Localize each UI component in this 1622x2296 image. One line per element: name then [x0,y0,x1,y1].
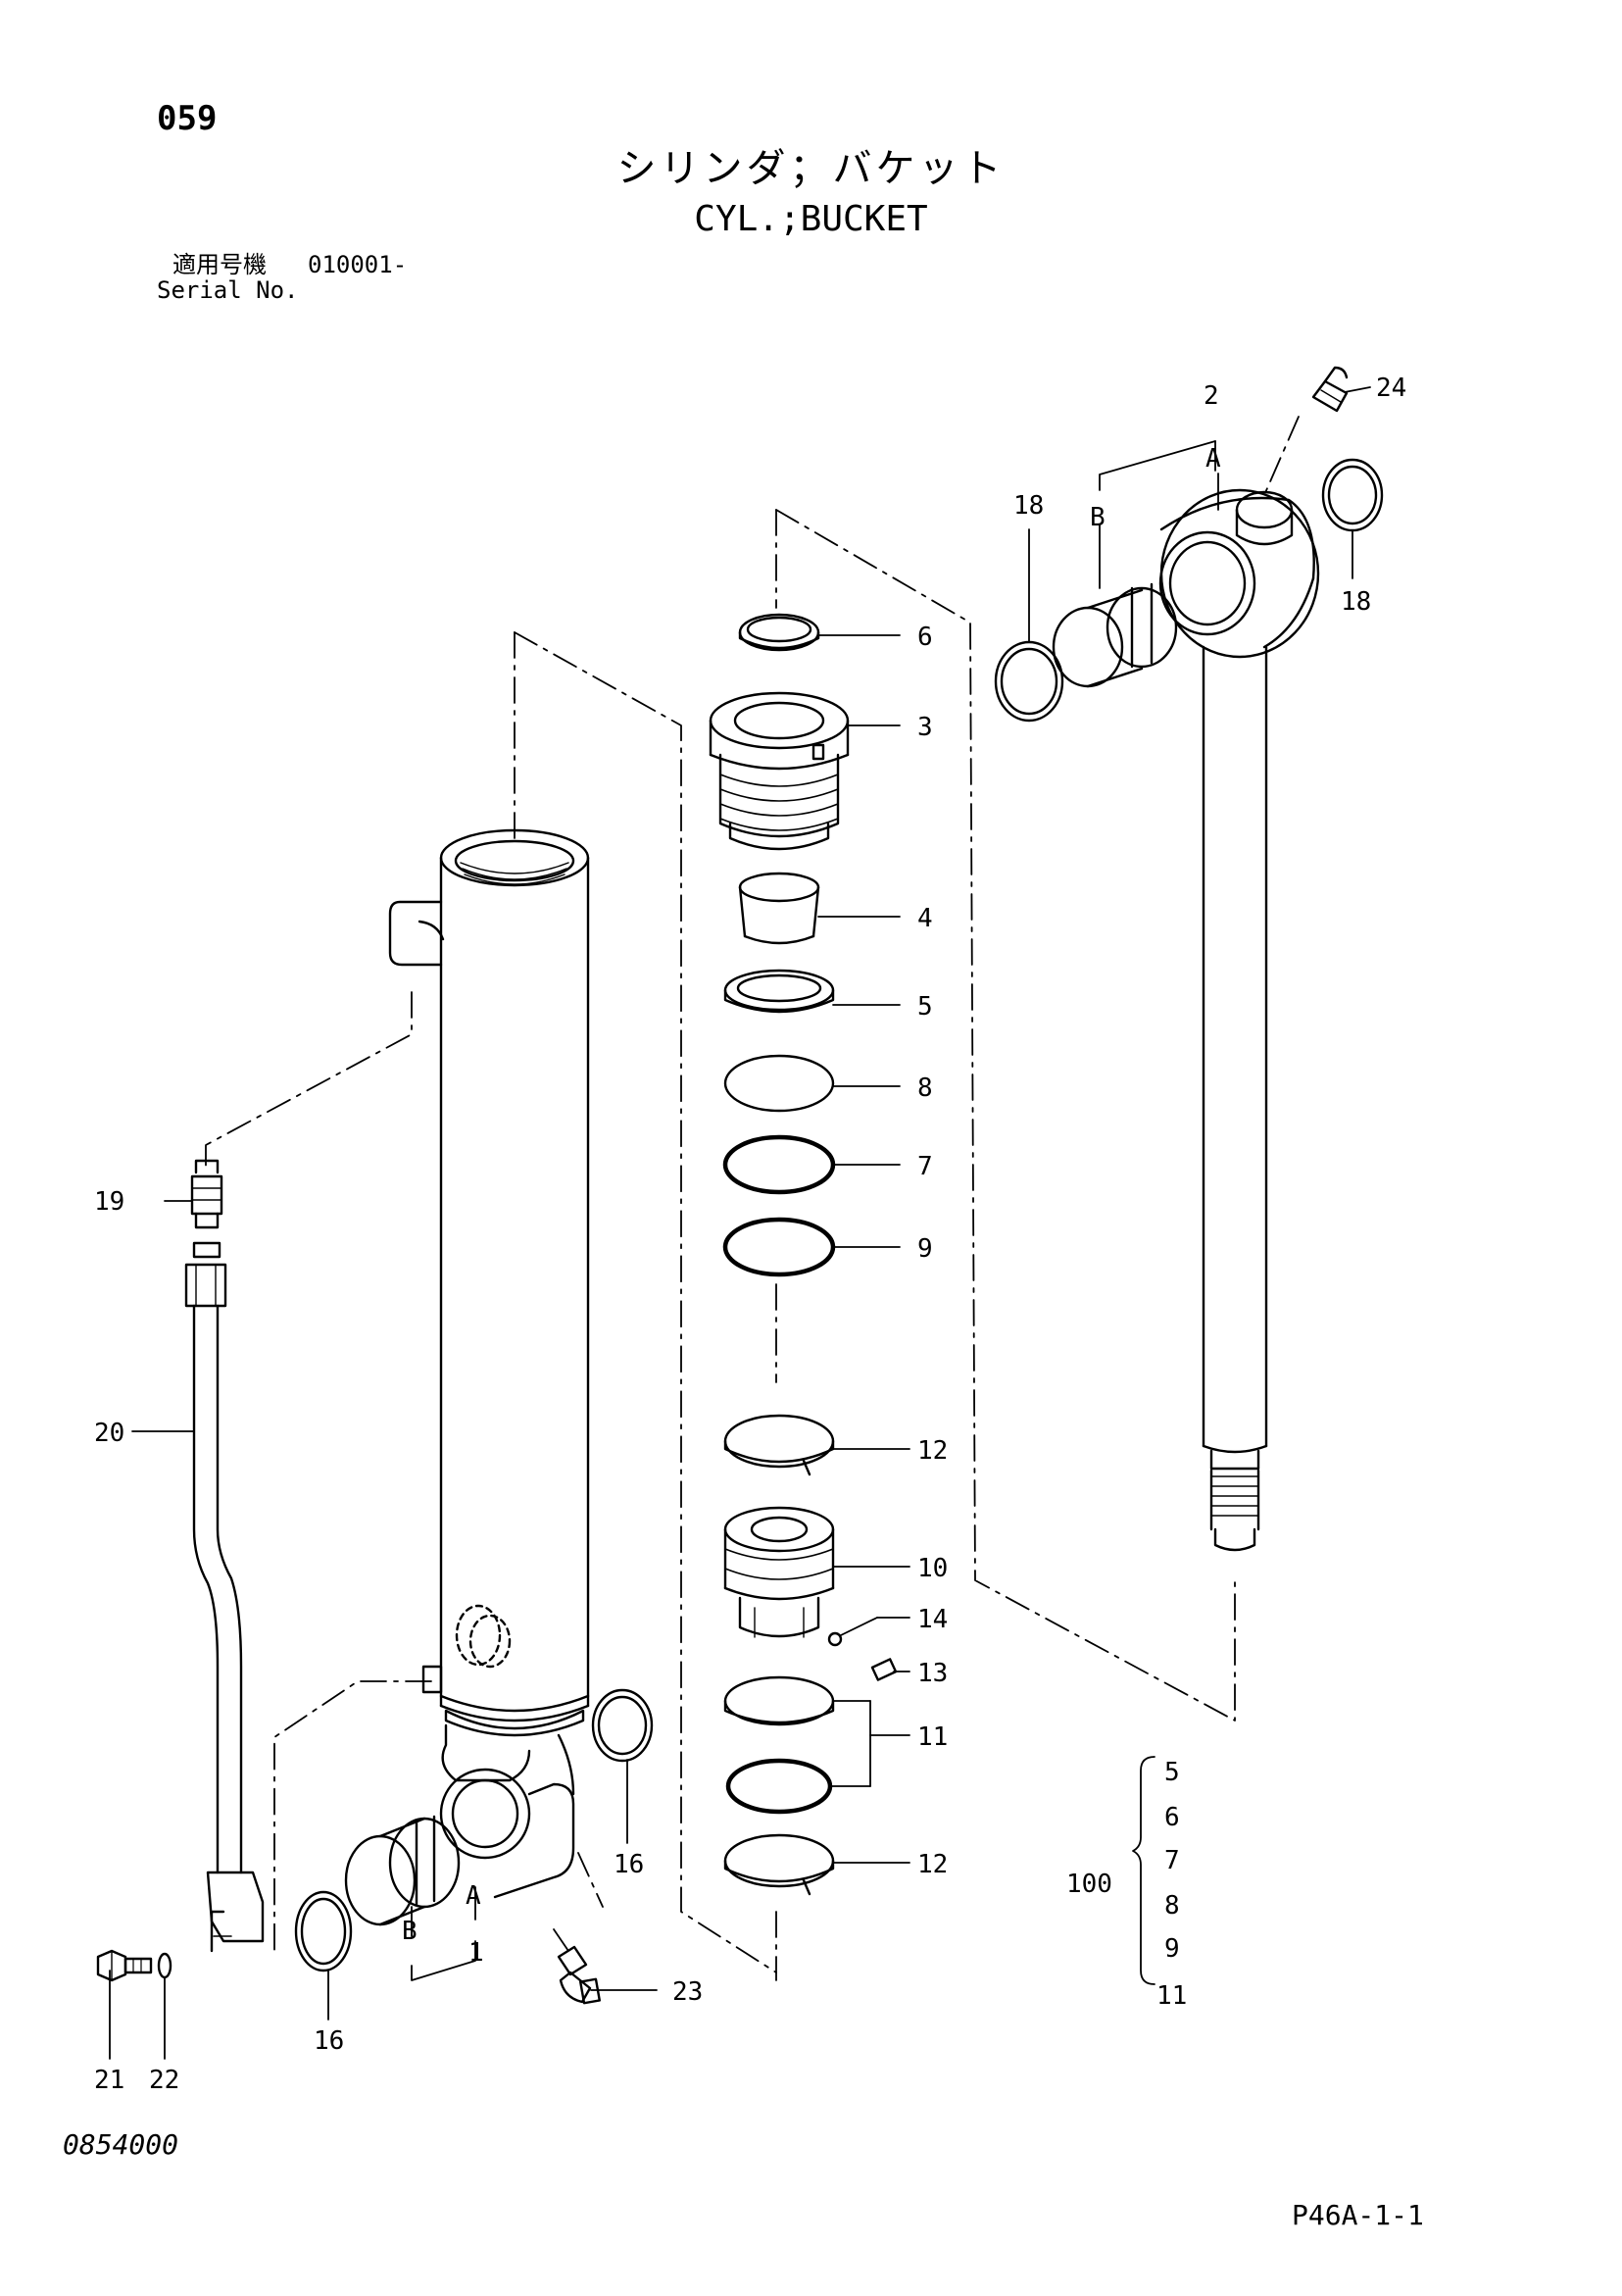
callout-10: 10 [917,1554,948,1583]
callout-4: 4 [917,904,933,933]
kit-item-11: 11 [1156,1981,1187,2011]
kit-item-9: 9 [1164,1934,1180,1964]
callout-24: 24 [1376,374,1406,403]
callout-2: 2 [1204,381,1219,411]
dust-seal-ring-right [591,1688,654,1763]
callout-18-right: 18 [1341,587,1371,617]
washer [157,1952,172,1979]
piston-rod [1158,488,1320,1552]
tube-bushing [344,1815,461,1926]
title-english: CYL.;BUCKET [694,199,928,239]
label-a-tube: A [466,1881,481,1911]
callout-14: 14 [917,1605,948,1634]
pipe-assembly [184,1159,265,1953]
buffer-ring [723,969,835,1014]
serial-label-english: Serial No. [157,276,299,304]
page-code: P46A-1-1 [1292,2199,1424,2231]
backup-ring [723,1054,835,1113]
callout-8: 8 [917,1073,933,1103]
piston-seal-set [723,1675,835,1815]
cylinder-head [709,691,850,851]
label-a-rod: A [1205,444,1221,474]
kit-label-100: 100 [1066,1870,1112,1899]
callout-3: 3 [917,713,933,742]
label-b-tube: B [402,1917,418,1946]
callout-16-right: 16 [614,1850,644,1879]
dust-seal [738,613,820,652]
wear-ring-top [723,1414,835,1476]
callout-19: 19 [94,1187,124,1217]
serial-label-japanese: 適用号機 [172,251,267,278]
cylinder-tube [388,828,590,1899]
rod-eye-bushing [1052,582,1178,688]
kit-item-7: 7 [1164,1846,1180,1875]
bolt [96,1949,153,1982]
callout-1: 1 [468,1938,484,1968]
drawing-code: 0854000 [63,2128,179,2161]
rod-dust-seal-left [994,640,1064,723]
dust-seal-ring-left [294,1890,353,1972]
wear-ring-bottom [723,1833,835,1896]
callout-22: 22 [149,2066,179,2095]
rod-dust-seal-right [1321,458,1384,532]
callout-7: 7 [917,1152,933,1181]
label-b-rod: B [1090,503,1106,532]
callout-6: 6 [917,623,933,652]
callout-13: 13 [917,1659,948,1688]
callout-21: 21 [94,2066,124,2095]
kit-item-8: 8 [1164,1891,1180,1921]
elbow-grease-fitting-tube [557,1945,601,2005]
callout-12-bottom: 12 [917,1850,948,1879]
rod-bushing [738,872,820,945]
set-screw [870,1658,898,1681]
steel-ball [827,1631,843,1647]
callout-12-top: 12 [917,1436,948,1466]
kit-item-5: 5 [1164,1758,1180,1787]
serial-number-value: 010001- [308,251,408,278]
o-ring-head-outer [722,1217,836,1277]
title-japanese: シリンダ；バケット [616,146,1006,191]
callout-labels: 6 3 4 5 8 7 9 12 10 14 13 11 12 2 24 18 … [94,374,1406,2095]
callout-9: 9 [917,1234,933,1264]
callout-20: 20 [94,1419,124,1448]
leader-lines [109,386,1371,2060]
kit-item-6: 6 [1164,1803,1180,1832]
grease-fitting [1311,366,1349,413]
callout-16-left: 16 [314,2026,344,2056]
callout-23: 23 [672,1977,703,2007]
callout-5: 5 [917,992,933,1022]
o-ring-head [722,1134,836,1195]
piston [723,1506,835,1638]
callout-18-left: 18 [1013,491,1044,521]
assembly-lines [205,416,1300,1981]
page-number: 059 [157,99,218,138]
callout-11: 11 [917,1722,948,1752]
